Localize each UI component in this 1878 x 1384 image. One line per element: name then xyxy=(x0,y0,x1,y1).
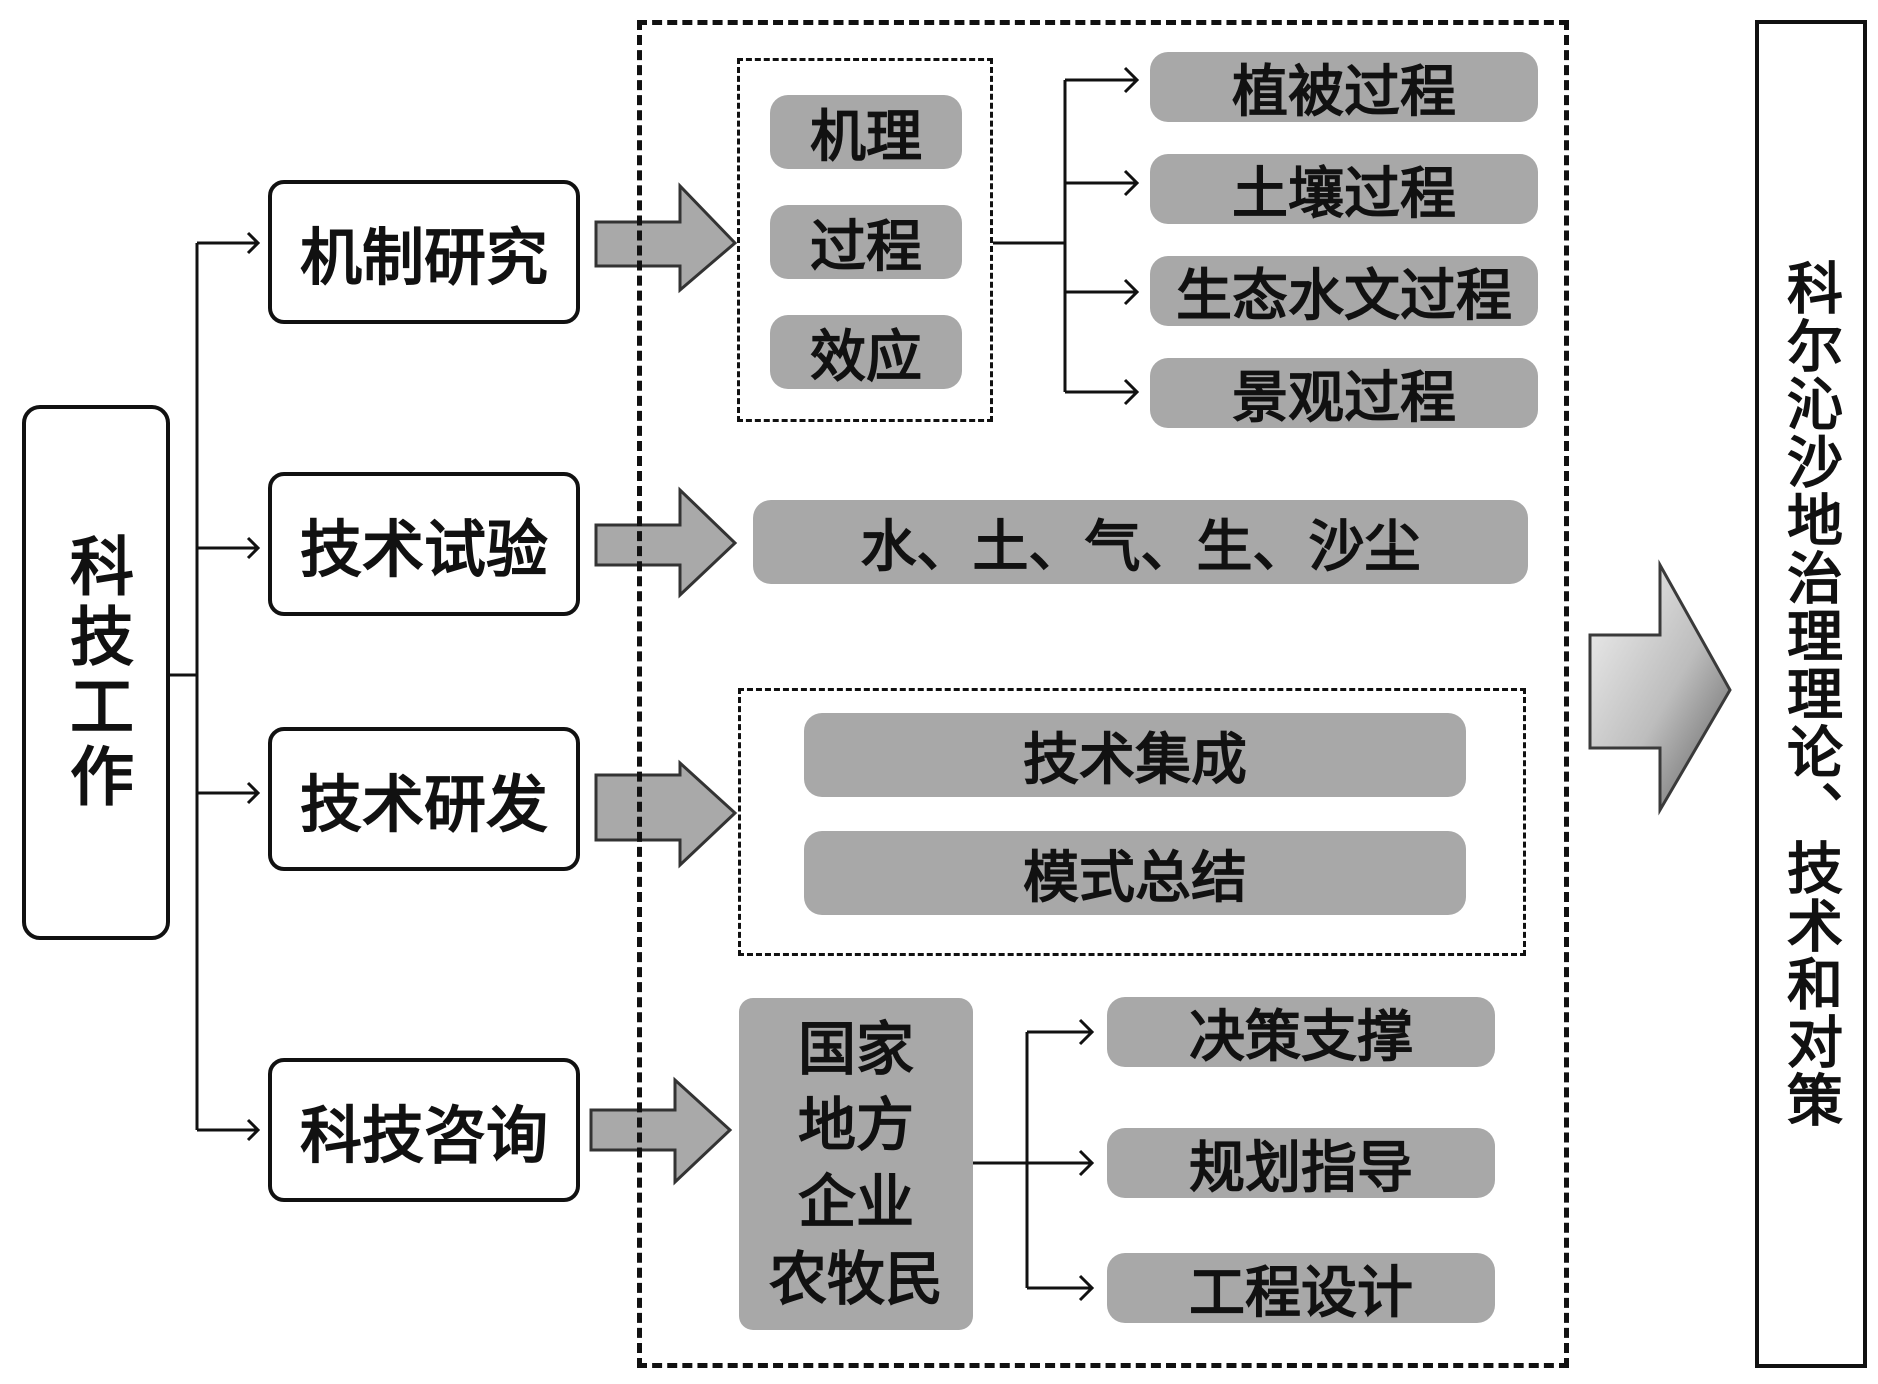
mechanism-item-label: 机理 xyxy=(810,103,922,170)
mechanism-item-label: 过程 xyxy=(810,213,922,280)
outcome-arrow xyxy=(1588,559,1732,816)
development-item-models: 模式总结 xyxy=(804,831,1466,915)
client-label: 国家 xyxy=(797,1014,914,1083)
client-label: 农牧民 xyxy=(768,1244,943,1313)
branch-development-label: 技术研发 xyxy=(299,768,548,841)
root-label: 科技工作 xyxy=(59,532,134,813)
branch-experiment: 技术试验 xyxy=(268,472,580,616)
outcome-box: 科尔沁沙地治理理论、技术和对策 xyxy=(1755,20,1867,1368)
client-label: 地方 xyxy=(797,1091,914,1160)
process-vegetation: 植被过程 xyxy=(1150,52,1538,125)
process-label: 生态水文过程 xyxy=(1176,262,1512,329)
outcome-label: 科尔沁沙地治理理论、技术和对策 xyxy=(1777,259,1844,1129)
block-arrow-experiment xyxy=(594,486,738,599)
block-arrow-mechanism xyxy=(594,182,738,294)
process-landscape: 景观过程 xyxy=(1150,358,1538,431)
output-label: 规划指导 xyxy=(1189,1134,1413,1201)
output-planning-guidance: 规划指导 xyxy=(1107,1128,1495,1201)
experiment-result: 水、土、气、生、沙尘 xyxy=(753,500,1528,584)
output-label: 工程设计 xyxy=(1189,1259,1413,1326)
output-engineering-design: 工程设计 xyxy=(1107,1253,1495,1326)
branch-mechanism-label: 机制研究 xyxy=(299,221,548,294)
development-item-label: 技术集成 xyxy=(1023,726,1247,793)
block-arrow-consulting xyxy=(589,1076,733,1186)
branch-consulting: 科技咨询 xyxy=(268,1058,580,1202)
output-decision-support: 决策支撑 xyxy=(1107,997,1495,1070)
process-soil: 土壤过程 xyxy=(1150,154,1538,227)
mechanism-item-principle: 机理 xyxy=(770,95,962,170)
block-arrow-development xyxy=(594,759,738,869)
mechanism-item-label: 效应 xyxy=(810,323,922,390)
mechanism-item-effect: 效应 xyxy=(770,315,962,390)
development-dashed-group xyxy=(738,688,1526,956)
process-label: 植被过程 xyxy=(1232,58,1456,125)
development-item-label: 模式总结 xyxy=(1023,844,1247,911)
root-box: 科技工作 xyxy=(22,405,170,940)
main-dashed-frame xyxy=(637,20,1569,1368)
process-label: 景观过程 xyxy=(1232,364,1456,431)
client-label: 企业 xyxy=(797,1168,914,1236)
consulting-clients: 国家 地方 企业 农牧民 xyxy=(739,998,973,1330)
process-ecohydrology: 生态水文过程 xyxy=(1150,256,1538,329)
mechanism-item-process: 过程 xyxy=(770,205,962,280)
experiment-result-label: 水、土、气、生、沙尘 xyxy=(860,513,1421,580)
branch-mechanism: 机制研究 xyxy=(268,180,580,324)
branch-consulting-label: 科技咨询 xyxy=(299,1099,548,1172)
branch-experiment-label: 技术试验 xyxy=(299,513,548,586)
branch-development: 技术研发 xyxy=(268,727,580,871)
process-label: 土壤过程 xyxy=(1232,160,1456,227)
output-label: 决策支撑 xyxy=(1189,1003,1413,1070)
mechanism-dashed-group xyxy=(737,58,993,422)
development-item-integration: 技术集成 xyxy=(804,713,1466,797)
